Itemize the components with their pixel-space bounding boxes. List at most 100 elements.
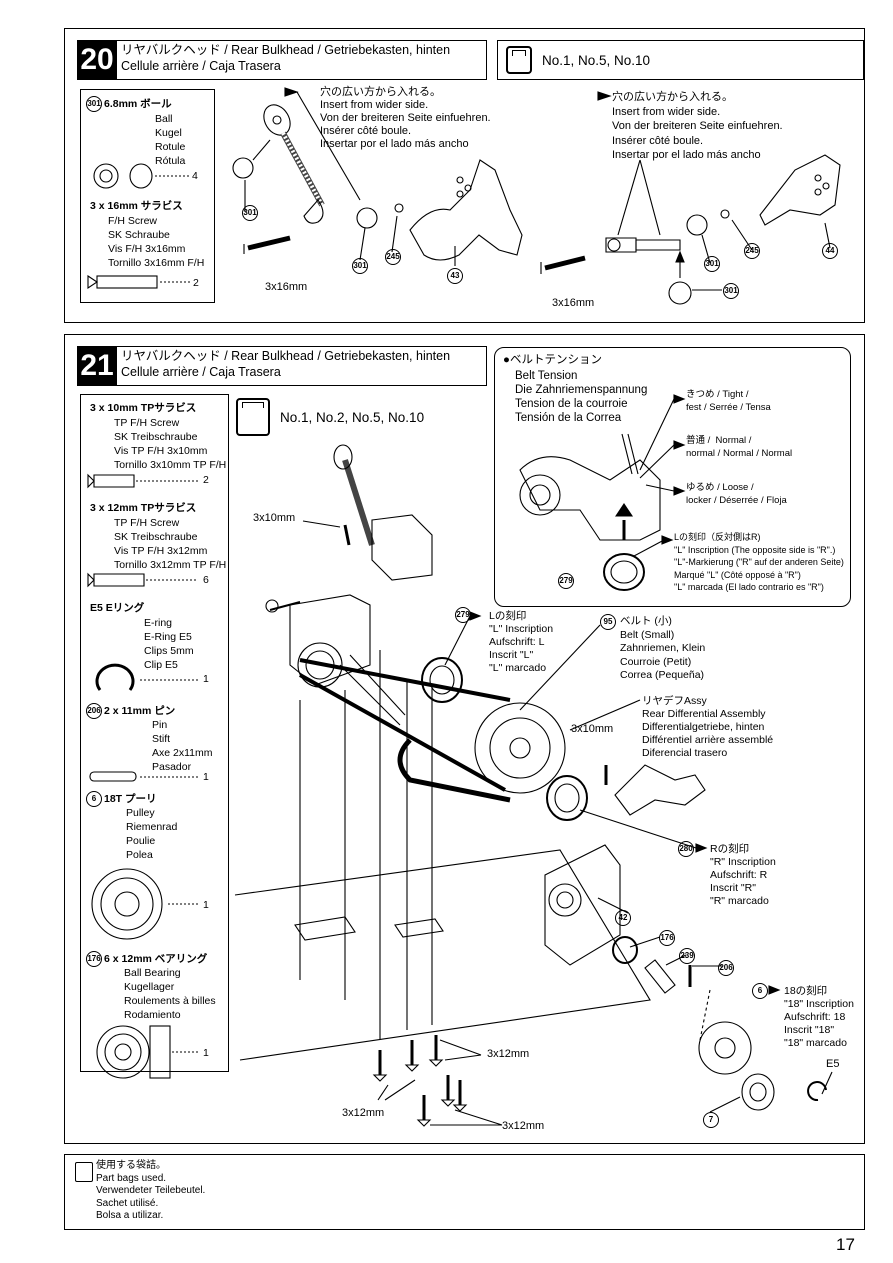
step-20-parts-icons — [87, 163, 190, 290]
step-21-title: リヤバルクヘッド / Rear Bulkhead / Getriebekaste… — [116, 346, 487, 386]
arrow-icon — [614, 503, 634, 517]
step-20-screw-label-left: 3x16mm — [265, 281, 308, 293]
ball-part-qty: 4 — [192, 170, 198, 182]
step-20-number: 20 — [77, 40, 117, 80]
footer-bag-icon — [75, 1162, 93, 1182]
screw10-top-label: 3x10mm — [253, 512, 296, 524]
callout-280: 280 — [678, 841, 696, 857]
arrow-icon — [661, 535, 674, 545]
ball-part-names: Ball Kugel Rotule Rótula — [155, 113, 186, 167]
step-20-parts-box — [80, 89, 215, 303]
step-20-screw-label-right: 3x16mm — [552, 297, 595, 309]
step-21-bags: No.1, No.2, No.5, No.10 — [236, 398, 424, 436]
belt-tension-illustration — [519, 394, 686, 591]
screw12-part-qty: 6 — [203, 574, 209, 586]
arrow-icon — [768, 985, 781, 995]
ball-part-title: 6.8mm ボール — [104, 97, 172, 110]
callout-301-d: 301 — [723, 283, 741, 299]
callout-176: 176 — [659, 930, 677, 946]
step-20-instruction-right: 穴の広い方から入れる。 Insert from wider side. Von … — [612, 91, 783, 161]
callout-279-inset: 279 — [558, 573, 576, 589]
label-rear-diff: リヤデフAssy Rear Differential Assembly Diff… — [642, 695, 774, 759]
callout-7: 7 — [703, 1112, 721, 1128]
callout-245-a: 245 — [385, 249, 403, 265]
label-belt-small: ベルト (小) Belt (Small) Zahnriemen, Klein C… — [620, 615, 706, 681]
callout-301-a: 301 — [242, 205, 260, 221]
step-20-bags-label: No.1, No.5, No.10 — [542, 52, 651, 68]
ball-part-id: 301 — [86, 96, 102, 112]
step-20-left-illustration — [232, 87, 523, 266]
ering-part-qty: 1 — [203, 673, 209, 685]
step-21-bags-label: No.1, No.2, No.5, No.10 — [280, 409, 425, 425]
callout-206: 206 — [718, 960, 736, 976]
page-number: 17 — [836, 1235, 855, 1254]
screw12-part-label: 3 x 12mm TPサラビス — [90, 502, 197, 514]
pulley-part-title: 18T プーリ — [104, 792, 157, 805]
arrow-icon — [673, 486, 686, 496]
pin-part-id: 206 — [86, 703, 102, 719]
screw16-part-qty: 2 — [193, 277, 199, 289]
screw12-label-a: 3x12mm — [487, 1048, 530, 1060]
callout-239: 239 — [679, 948, 697, 964]
step-20-bags: No.1, No.5, No.10 — [497, 40, 864, 80]
footer-bags-box — [64, 1154, 865, 1230]
bearing-part-qty: 1 — [203, 1047, 209, 1059]
callout-95: 95 — [600, 614, 618, 630]
arrow-icon — [673, 394, 686, 404]
screw16-part-names: F/H Screw SK Schraube Vis F/H 3x16mm Tor… — [108, 215, 205, 269]
pulley-part-names: Pulley Riemenrad Poulie Polea — [126, 807, 178, 861]
pin-part-qty: 1 — [203, 771, 209, 783]
step-21-parts-icons — [87, 473, 198, 1079]
arrow-icon — [469, 611, 482, 621]
ering-part-label: E5 Eリング — [90, 602, 145, 614]
bag-icon — [506, 46, 532, 74]
screw12-label-b: 3x12mm — [342, 1107, 385, 1119]
callout-245-b: 245 — [744, 243, 762, 259]
pin-part-names: Pin Stift Axe 2x11mm Pasador — [152, 719, 213, 773]
bearing-part-names: Ball Bearing Kugellager Roulements à bil… — [124, 967, 216, 1021]
screw10-part-qty: 2 — [203, 474, 209, 486]
belt-tension-title: ●ベルトテンション — [503, 354, 602, 366]
step-21-main-illustration — [234, 444, 833, 1127]
arrow-icon — [597, 91, 612, 101]
pulley-part-id: 6 — [86, 791, 102, 807]
step-21-parts-box — [80, 394, 229, 1072]
step-21-title-line1: リヤバルクヘッド / Rear Bulkhead / Getriebekaste… — [121, 349, 451, 363]
label-l-inscription: Lの刻印 "L" Inscription Aufschrift: L Inscr… — [489, 610, 554, 674]
step-20-title: リヤバルクヘッド / Rear Bulkhead / Getriebekaste… — [116, 40, 487, 80]
bearing-part-title: 6 x 12mm ベアリング — [104, 952, 208, 965]
arrow-icon — [284, 87, 299, 97]
screw12-part-names: TP F/H Screw SK Treibschraube Vis TP F/H… — [114, 517, 227, 571]
screw12-label-c: 3x12mm — [502, 1120, 545, 1132]
callout-44: 44 — [822, 243, 840, 259]
step-21-number: 21 — [77, 346, 117, 386]
label-r-inscription: Rの刻印 "R" Inscription Aufschrift: R Inscr… — [710, 843, 776, 907]
belt-tension-l-mark: Lの刻印（反対側はR) "L" Inscription (The opposit… — [674, 532, 844, 592]
step-20-title-line1: リヤバルクヘッド / Rear Bulkhead / Getriebekaste… — [121, 43, 451, 57]
screw10-mid-label: 3x10mm — [571, 723, 614, 735]
callout-6: 6 — [752, 983, 770, 999]
bag-icon — [236, 398, 270, 436]
arrow-icon — [695, 843, 708, 853]
pulley-part-qty: 1 — [203, 899, 209, 911]
belt-tension-tight: きつめ / Tight / fest / Serrée / Tensa — [686, 389, 771, 413]
footer-bags-used: 使用する袋詰。 Part bags used. Verwendeter Teil… — [96, 1160, 206, 1221]
screw16-part-label: 3 x 16mm サラビス — [90, 200, 183, 212]
callout-43: 43 — [447, 268, 465, 284]
arrow-icon — [673, 440, 686, 450]
belt-tension-loose: ゆるめ / Loose / locker / Déserrée / Floja — [686, 482, 787, 506]
screw10-part-names: TP F/H Screw SK Treibschraube Vis TP F/H… — [114, 417, 227, 471]
callout-301-c: 301 — [704, 256, 722, 272]
label-18-inscription: 18の刻印 "18" Inscription Aufschrift: 18 In… — [784, 985, 854, 1049]
step-20-instruction-left: 穴の広い方から入れる。 Insert from wider side. Von … — [320, 86, 491, 150]
step-21-title-line2: Cellule arrière / Caja Trasera — [121, 365, 281, 379]
step-20-right-illustration — [540, 91, 841, 305]
bearing-part-id: 176 — [86, 951, 102, 967]
ering-part-names: E-ring E-Ring E5 Clips 5mm Clip E5 — [144, 617, 194, 671]
belt-tension-box — [494, 347, 851, 607]
